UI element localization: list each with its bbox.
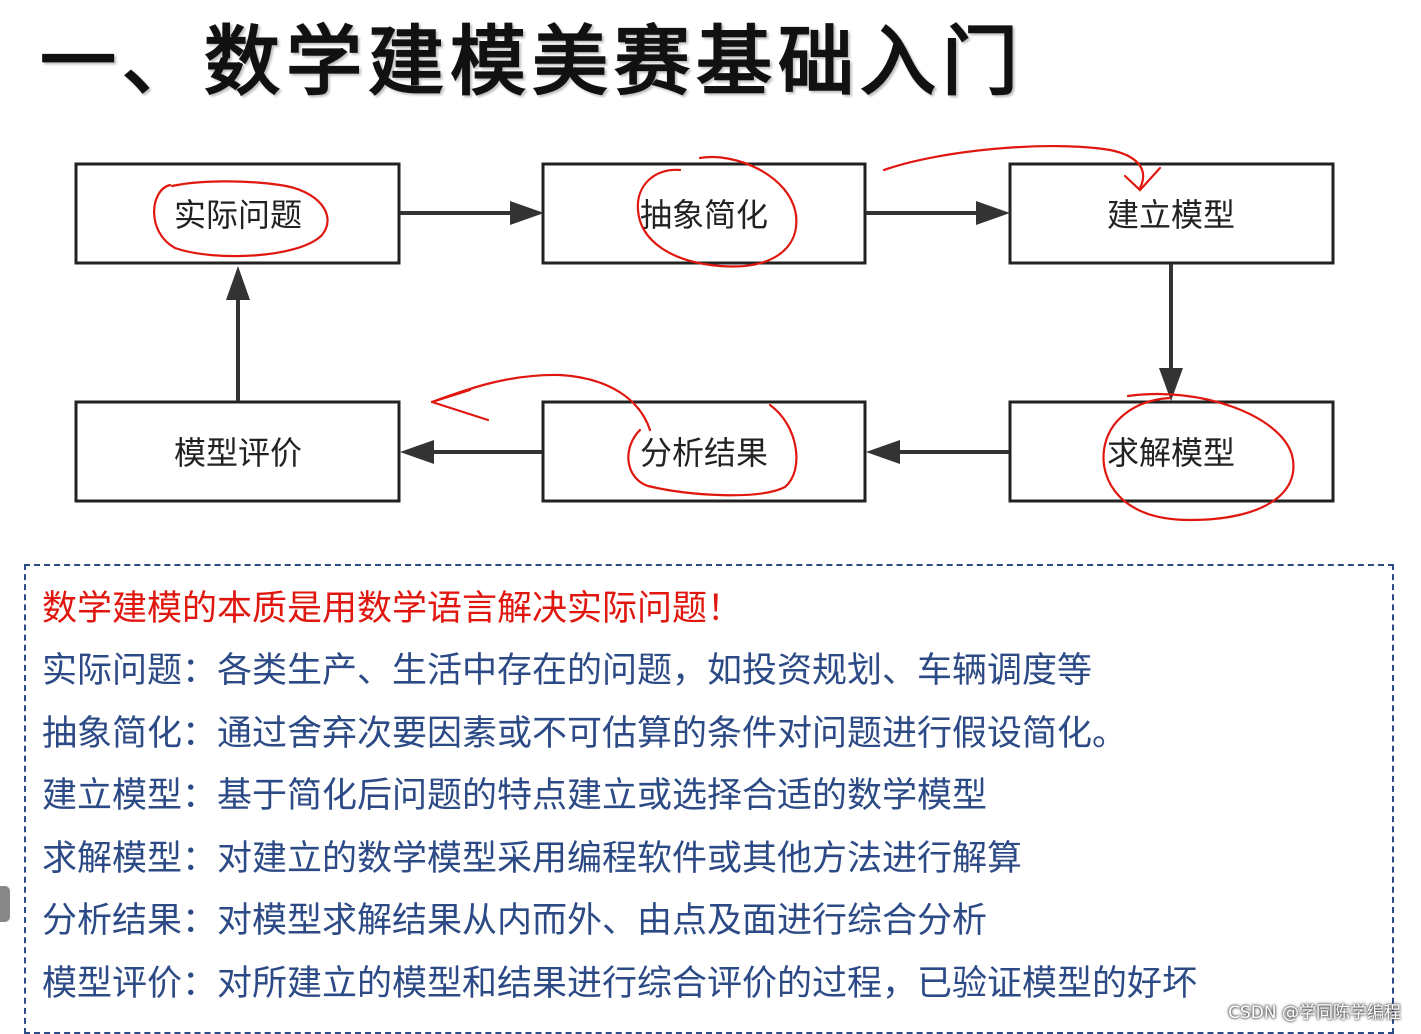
node-label: 建立模型 (1107, 196, 1235, 234)
description-line: 分析结果：对模型求解结果从内而外、由点及面进行综合分析 (42, 901, 988, 941)
description-line: 建立模型：基于简化后问题的特点建立或选择合适的数学模型 (42, 776, 988, 816)
flow-arrows (226, 201, 1183, 464)
essence-statement: 数学建模的本质是用数学语言解决实际问题！ (42, 589, 743, 629)
flow-diagram: 实际问题 抽象简化 建立模型 模型评价 分析结果 求解模型 (74, 144, 1335, 522)
annotation-arrowtip-build (1123, 166, 1162, 192)
side-scroll-tab[interactable] (0, 886, 10, 922)
annotation-circle-solve (1102, 392, 1295, 522)
node-practical-problem: 实际问题 (74, 162, 401, 265)
watermark: CSDN @学同陈学编程 (1228, 1003, 1401, 1023)
node-evaluate-model: 模型评价 (74, 400, 401, 503)
node-build-model: 建立模型 (1008, 162, 1335, 265)
handwritten-annotations (153, 144, 1295, 522)
node-label: 抽象简化 (640, 196, 768, 234)
description-line: 实际问题：各类生产、生活中存在的问题，如投资规划、车辆调度等 (42, 651, 1093, 691)
annotation-circle-abstract (636, 155, 798, 268)
description-line: 抽象简化：通过舍弃次要因素或不可估算的条件对问题进行假设简化。 (42, 714, 1128, 754)
node-solve-model: 求解模型 (1008, 400, 1335, 503)
page-title: 一、数学建模美赛基础入门 (40, 17, 1024, 106)
description-line: 模型评价：对所建立的模型和结果进行综合评价的过程，已验证模型的好坏 (42, 964, 1198, 1004)
annotation-circle-practical (153, 180, 329, 258)
annotation-stroke-build (882, 144, 1145, 190)
node-abstract-simplify: 抽象简化 (541, 162, 867, 265)
node-label: 模型评价 (174, 434, 302, 472)
description-line: 求解模型：对建立的数学模型采用编程软件或其他方法进行解算 (42, 839, 1023, 879)
node-label: 求解模型 (1107, 434, 1235, 472)
annotation-arrowtip-evaluate (430, 388, 490, 422)
node-analyze-results: 分析结果 (541, 400, 867, 503)
annotation-circle-analyze (627, 403, 798, 497)
node-label: 分析结果 (640, 434, 768, 472)
node-label: 实际问题 (174, 196, 302, 234)
